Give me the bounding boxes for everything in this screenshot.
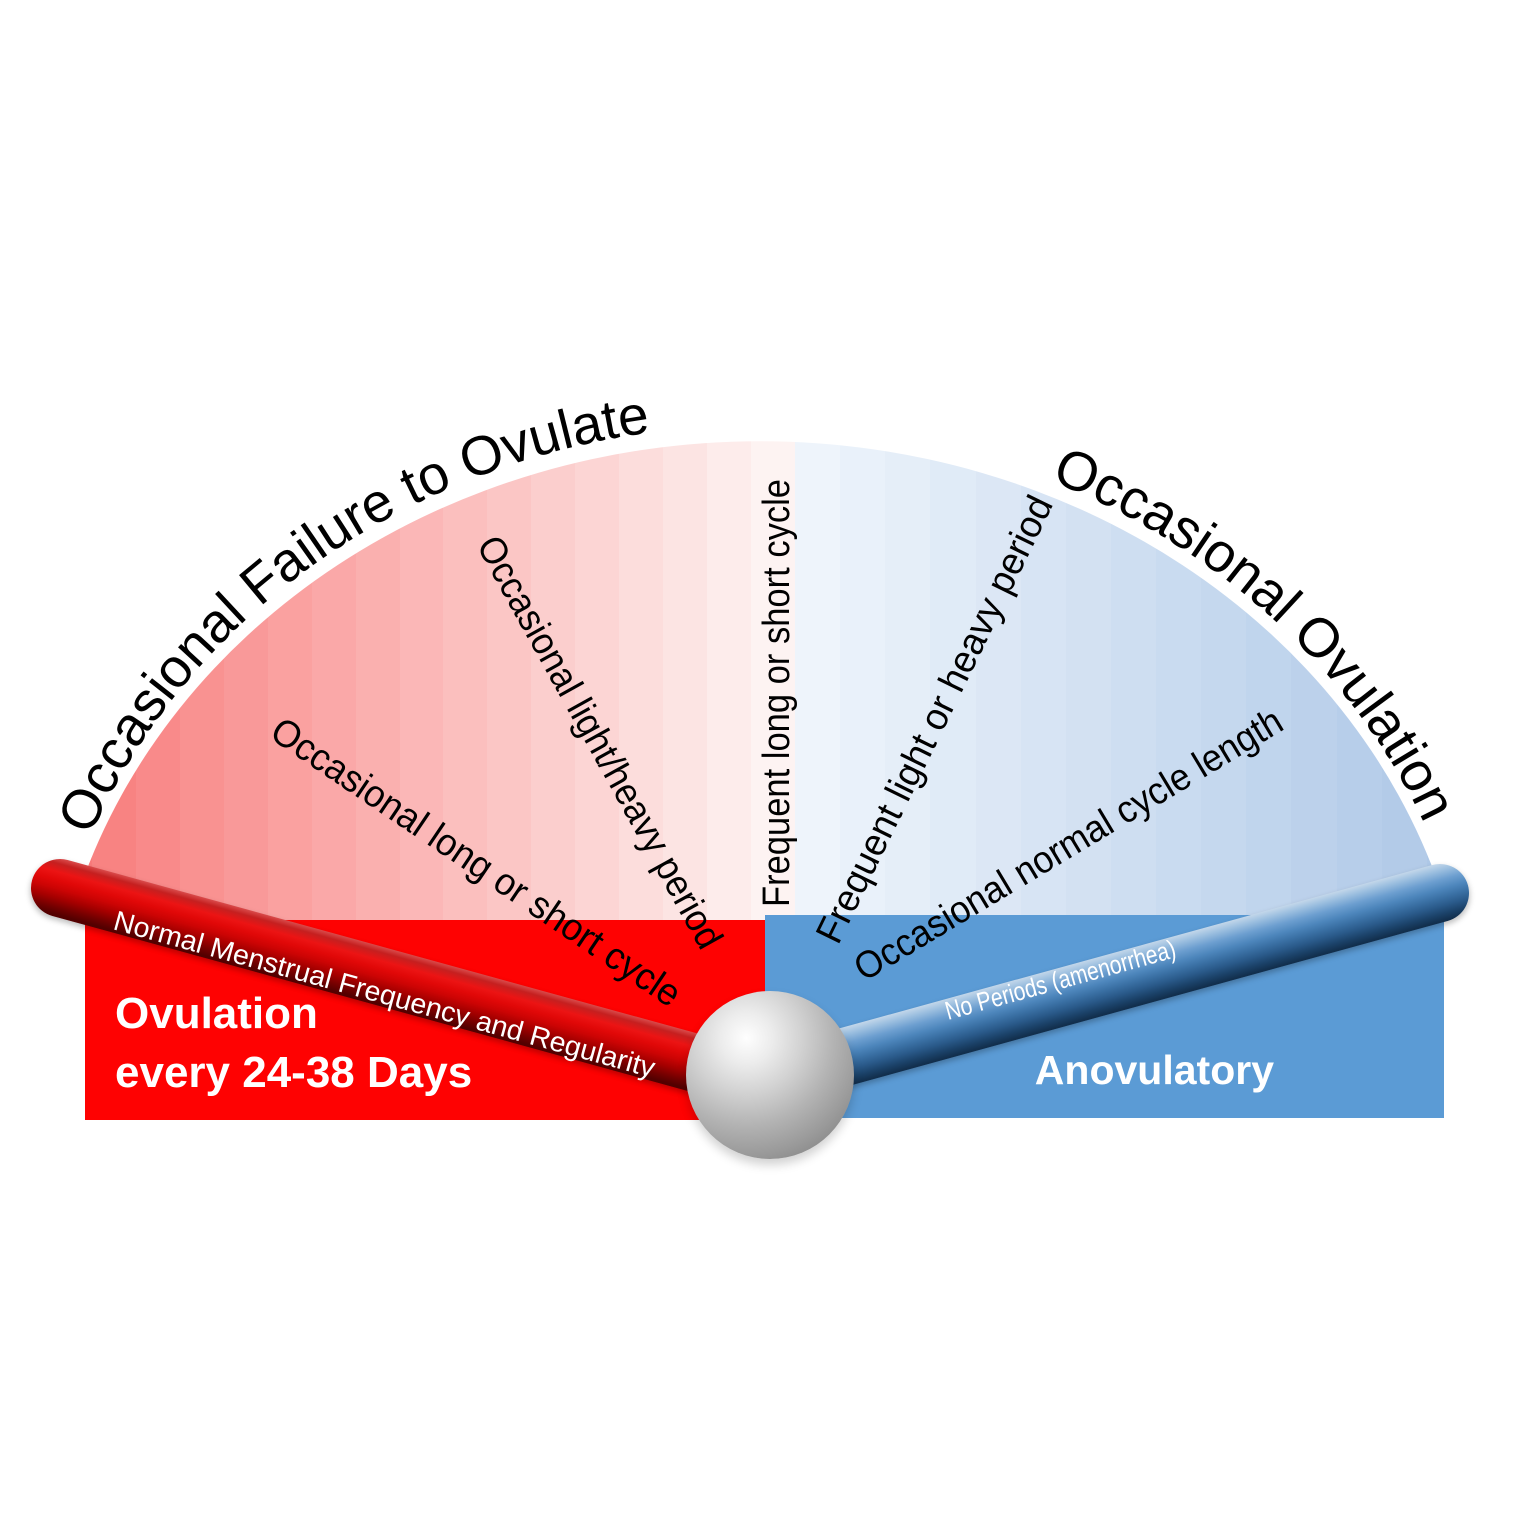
ovulation-zone-label-line1: Ovulation bbox=[115, 989, 318, 1038]
ovulation-zone-label-line2: every 24-38 Days bbox=[115, 1048, 473, 1097]
anovulatory-zone-label: Anovulatory bbox=[1034, 1047, 1274, 1093]
pivot-sphere bbox=[686, 991, 854, 1159]
